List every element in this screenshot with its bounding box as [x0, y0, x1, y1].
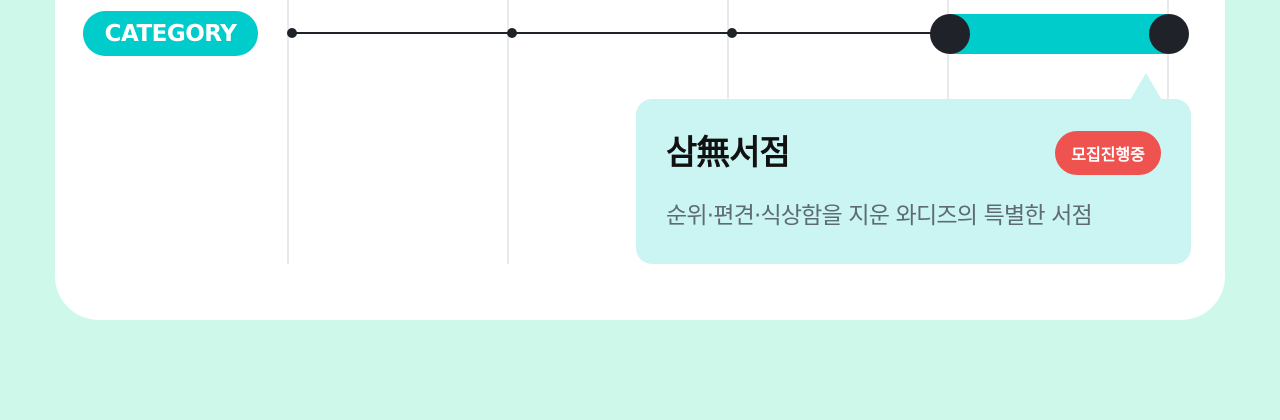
category-badge: CATEGORY — [83, 11, 258, 56]
status-badge: 모집진행중 — [1055, 131, 1161, 175]
tooltip-description: 순위·편견·식상함을 지운 와디즈의 특별한 서점 — [666, 203, 1093, 229]
timeline-track — [292, 32, 952, 34]
grid-line — [507, 0, 509, 264]
range-start-handle[interactable] — [930, 14, 970, 54]
tooltip-arrow — [1130, 73, 1162, 100]
grid-line — [287, 0, 289, 264]
category-label: CATEGORY — [104, 20, 237, 47]
info-tooltip: 삼無서점 모집진행중 순위·편견·식상함을 지운 와디즈의 특별한 서점 — [636, 99, 1191, 264]
timeline-dot[interactable] — [507, 28, 517, 38]
range-end-handle[interactable] — [1149, 14, 1189, 54]
timeline-dot[interactable] — [287, 28, 297, 38]
timeline-selected-range — [950, 14, 1168, 54]
tooltip-title: 삼無서점 — [666, 133, 791, 173]
timeline-dot[interactable] — [727, 28, 737, 38]
